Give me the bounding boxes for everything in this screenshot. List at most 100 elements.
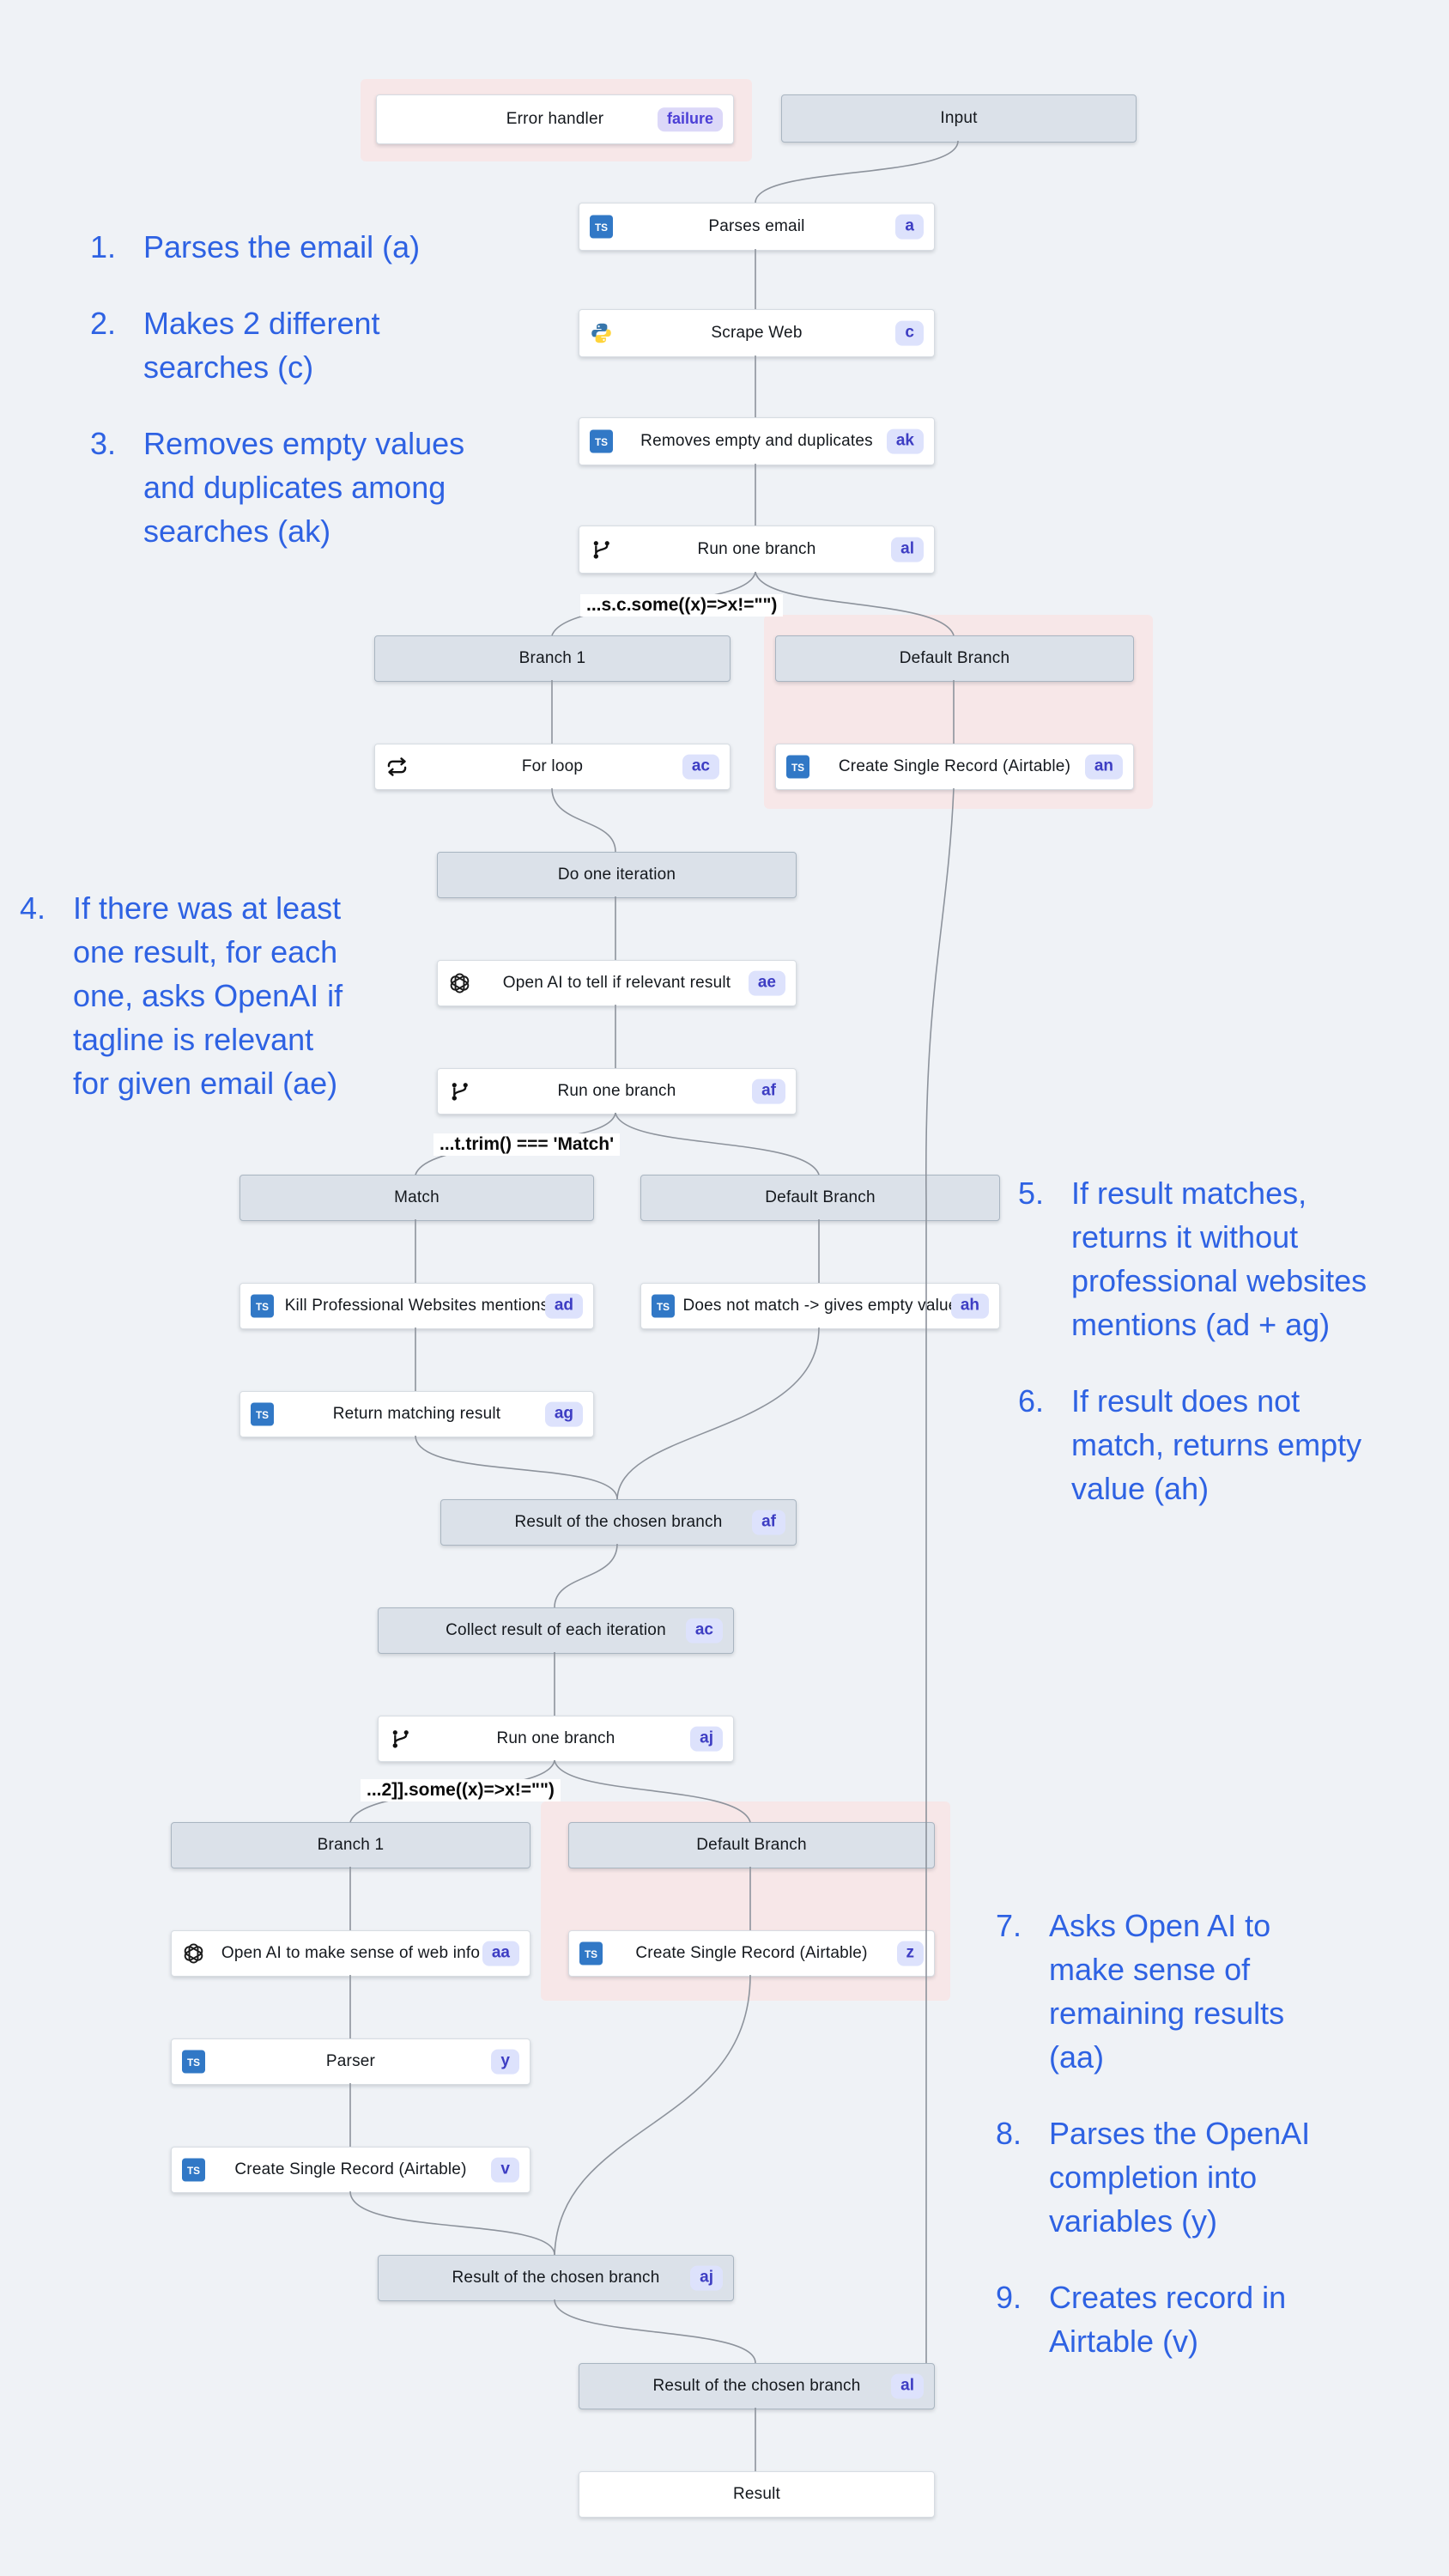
node-branch-1-top[interactable]: Branch 1: [374, 635, 731, 682]
annotation-item: 4.If there was at least one result, for …: [20, 886, 343, 1105]
annotation-text: Asks Open AI to make sense of remaining …: [1049, 1908, 1285, 2075]
annotation-number: 7.: [996, 1908, 1022, 1943]
node-badge: c: [895, 320, 924, 346]
openai-icon: [448, 972, 471, 995]
node-error-handler[interactable]: Error handler failure: [376, 94, 734, 144]
svg-text:TS: TS: [187, 2057, 200, 2069]
node-input[interactable]: Input: [781, 94, 1137, 143]
node-default-branch-mid[interactable]: Default Branch: [640, 1175, 1000, 1221]
node-do-one-iteration[interactable]: Do one iteration: [437, 852, 797, 898]
node-badge: ac: [682, 754, 719, 780]
annotation-item: 5.If result matches, returns it without …: [1018, 1171, 1367, 1346]
node-badge: a: [895, 214, 924, 240]
node-badge: aj: [690, 1726, 723, 1752]
annotation-item: 8.Parses the OpenAI completion into vari…: [996, 2111, 1310, 2243]
typescript-icon: TS: [590, 429, 613, 453]
svg-text:TS: TS: [256, 1301, 269, 1313]
node-result-chosen-branch-af[interactable]: Result of the chosen branch af: [440, 1499, 797, 1546]
node-label: Scrape Web: [711, 324, 803, 342]
svg-text:TS: TS: [595, 222, 608, 234]
for-loop-icon: [385, 756, 409, 779]
annotation-text: Parses the OpenAI completion into variab…: [1049, 2116, 1311, 2239]
annotation-number: 2.: [90, 306, 117, 341]
node-scrape-web[interactable]: Scrape Web c: [579, 309, 935, 357]
node-label: Run one branch: [496, 1729, 615, 1747]
openai-icon: [182, 1942, 205, 1965]
node-label: Branch 1: [317, 1836, 385, 1854]
annotation-number: 4.: [20, 890, 46, 926]
node-label: Result of the chosen branch: [652, 2377, 861, 2395]
annotation-item: 6.If result does not match, returns empt…: [1018, 1379, 1367, 1510]
typescript-icon: TS: [652, 1294, 675, 1318]
typescript-icon: TS: [579, 1941, 603, 1965]
branch-condition-label: ...s.c.some((x)=>x!=""): [580, 594, 784, 617]
node-default-branch-bottom[interactable]: Default Branch: [568, 1822, 935, 1868]
annotation-steps-1-3: 1. Parses the email (a) 2. Makes 2 differen…: [90, 225, 464, 586]
node-label: Collect result of each iteration: [446, 1621, 666, 1639]
annotation-steps-7-9: 7. Asks Open AI to make sense of remainin…: [996, 1904, 1310, 2396]
branch-condition-label: ...2]].some((x)=>x!=""): [361, 1779, 561, 1801]
node-run-one-branch-aj[interactable]: Run one branch aj: [378, 1716, 734, 1762]
typescript-icon: TS: [251, 1402, 274, 1426]
node-removes-empty-and-duplicates[interactable]: TS Removes empty and duplicates ak: [579, 417, 935, 465]
node-default-branch-top[interactable]: Default Branch: [775, 635, 1134, 682]
node-label: Create Single Record (Airtable): [234, 2160, 467, 2178]
annotation-text: Makes 2 different searches (c): [143, 306, 380, 385]
node-label: Input: [940, 109, 978, 127]
node-badge: failure: [657, 107, 723, 131]
node-label: Parser: [325, 2052, 376, 2070]
node-label: Return matching result: [332, 1405, 501, 1423]
node-label: Removes empty and duplicates: [640, 432, 873, 450]
node-badge: ag: [544, 1401, 583, 1427]
svg-text:TS: TS: [791, 762, 804, 774]
node-label: Default Branch: [696, 1836, 807, 1854]
node-badge: ae: [748, 970, 785, 996]
svg-text:TS: TS: [585, 1948, 597, 1960]
node-label: Error handler: [506, 110, 604, 128]
node-result[interactable]: Result: [579, 2471, 935, 2518]
typescript-icon: TS: [182, 2050, 205, 2074]
annotation-text: Parses the email (a): [143, 229, 421, 264]
node-badge: ak: [886, 428, 924, 454]
node-label: Does not match -> gives empty value: [682, 1297, 958, 1315]
svg-text:TS: TS: [657, 1301, 670, 1313]
node-label: Kill Professional Websites mentions: [284, 1297, 549, 1315]
node-return-matching-result[interactable]: TS Return matching result ag: [239, 1391, 594, 1437]
node-label: Parses email: [708, 217, 805, 235]
node-branch-1-bottom[interactable]: Branch 1: [171, 1822, 530, 1868]
node-label: Default Branch: [899, 649, 1010, 667]
svg-text:TS: TS: [595, 436, 608, 448]
annotation-number: 1.: [90, 229, 117, 264]
node-badge: aj: [690, 2265, 723, 2291]
annotation-number: 9.: [996, 2280, 1022, 2315]
svg-text:TS: TS: [256, 1409, 269, 1421]
node-parses-email[interactable]: TS Parses email a: [579, 203, 935, 251]
node-badge: al: [891, 537, 924, 562]
node-label: Result of the chosen branch: [514, 1513, 723, 1531]
node-match-branch[interactable]: Match: [239, 1175, 594, 1221]
node-result-chosen-branch-al[interactable]: Result of the chosen branch al: [579, 2363, 935, 2409]
node-badge: af: [752, 1510, 785, 1535]
node-label: Open AI to make sense of web info: [221, 1944, 481, 1962]
python-icon: [590, 322, 613, 345]
node-label: Result: [732, 2485, 781, 2503]
typescript-icon: TS: [590, 215, 613, 239]
node-label: Create Single Record (Airtable): [635, 1944, 868, 1962]
node-badge: al: [891, 2373, 924, 2399]
git-branch-icon: [590, 538, 613, 562]
node-label: Run one branch: [557, 1082, 676, 1100]
